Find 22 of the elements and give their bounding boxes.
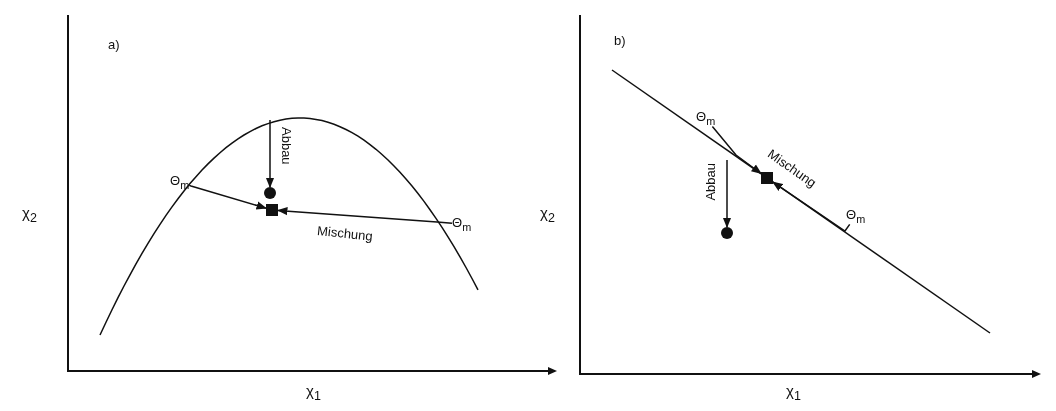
arrow: [276, 206, 453, 225]
theta-label: Θ$_{m}$: [696, 110, 716, 127]
axis-label: χ$_{1}$: [306, 383, 321, 403]
axis-label: χ$_{1}$: [786, 383, 801, 403]
square-marker: [266, 204, 278, 216]
arrow: [188, 184, 267, 210]
edge-label: Abbau: [280, 127, 293, 165]
theta-label: Θ$_{m}$: [846, 208, 866, 225]
arrow: [265, 119, 275, 189]
arrow: [722, 159, 732, 229]
axis-label: χ$_{2}$: [540, 205, 555, 225]
theta-label: Θ$_{m}$: [170, 174, 190, 191]
panel-label: b): [614, 34, 626, 47]
edge-label: Abbau: [704, 163, 717, 201]
axis-label: χ$_{2}$: [22, 205, 37, 225]
arrow: [772, 181, 851, 233]
edge-label: Mischung: [316, 224, 374, 243]
dot-marker: [264, 187, 276, 199]
theta-label: Θ$_{m}$: [452, 216, 472, 233]
arrow: [711, 125, 762, 175]
dot-marker: [721, 227, 733, 239]
panel-label: a): [108, 38, 120, 51]
